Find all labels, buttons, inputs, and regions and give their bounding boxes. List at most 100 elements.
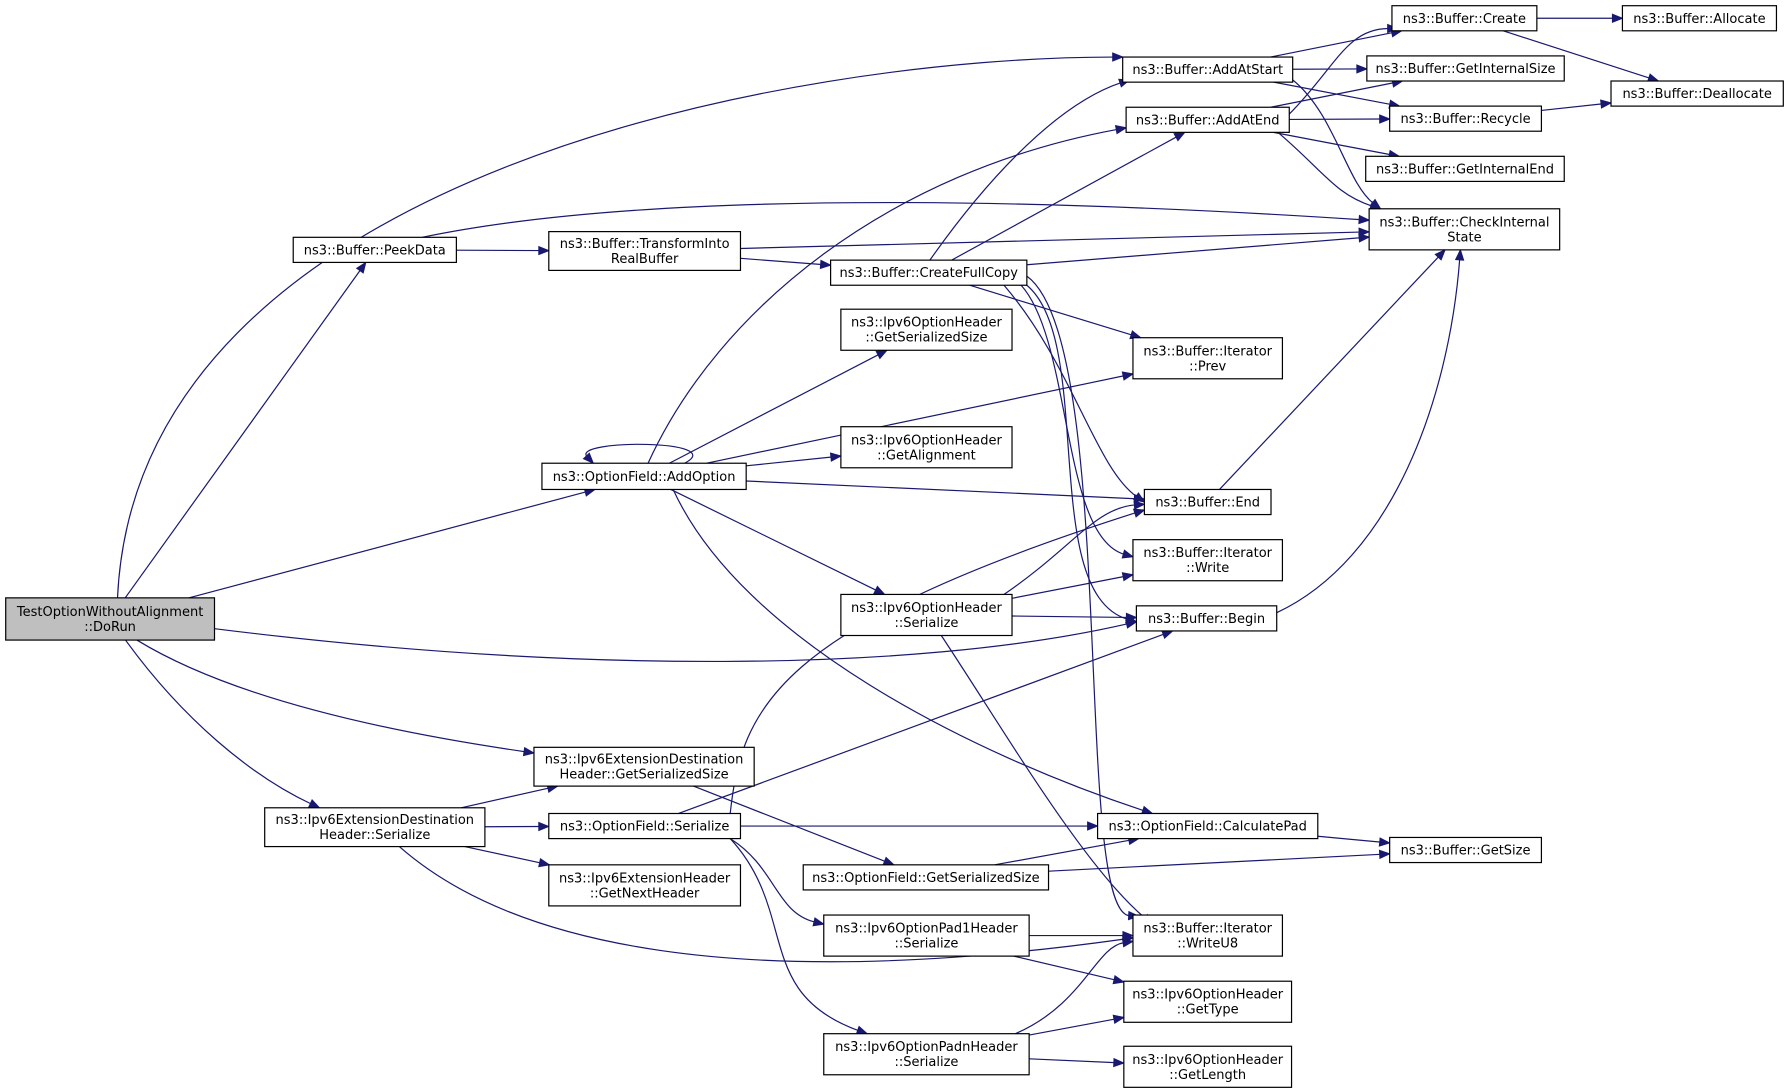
edge-line	[1013, 955, 1116, 981]
node-recycle[interactable]: ns3::Buffer::Recycle	[1389, 105, 1543, 132]
edge-line	[746, 456, 832, 467]
edge-arrowhead	[538, 821, 551, 832]
edge-line	[464, 845, 541, 864]
edge-line	[1277, 131, 1373, 207]
node-label: ::Serialize	[894, 937, 958, 952]
node-box	[548, 812, 742, 840]
node-extGetNextHeader[interactable]: ns3::Ipv6ExtensionHeader::GetNextHeader	[548, 864, 742, 907]
edge-arrowhead	[812, 917, 826, 927]
node-optGetAlignment[interactable]: ns3::Ipv6OptionHeader::GetAlignment	[840, 426, 1013, 469]
edge-createFullCopy-to-bufBegin	[1026, 284, 1138, 624]
edge-arrowhead	[1356, 64, 1369, 74]
node-label: RealBuffer	[611, 252, 679, 267]
node-allocate[interactable]: ns3::Buffer::Allocate	[1621, 5, 1778, 32]
node-label: ns3::Ipv6OptionPadnHeader	[835, 1040, 1018, 1055]
edge-ofGetSerializedSize-to-getSize	[1048, 849, 1392, 872]
node-calculatePad[interactable]: ns3::OptionField::CalculatePad	[1096, 812, 1319, 840]
edge-line	[994, 839, 1131, 866]
edge-createFullCopy-to-addAtStart	[929, 78, 1131, 261]
edge-line	[740, 257, 822, 266]
edge-doRun-to-peekData	[124, 261, 367, 599]
node-label: State	[1447, 230, 1481, 245]
edge-line	[1270, 82, 1394, 108]
node-label: ns3::Ipv6OptionHeader	[1132, 1053, 1283, 1068]
node-box	[541, 462, 747, 491]
node-box	[823, 1033, 1030, 1076]
node-label: ::Serialize	[894, 1055, 958, 1070]
edge-optSerialize-to-bufEnd	[1003, 500, 1146, 595]
node-optSerialize[interactable]: ns3::Ipv6OptionHeader::Serialize	[840, 593, 1013, 637]
edge-line	[1011, 575, 1125, 599]
edge-arrowhead	[1112, 974, 1126, 985]
edge-doRun-to-addAtStart	[116, 52, 1125, 598]
edge-line	[706, 375, 1125, 464]
node-label: ::GetType	[1177, 1003, 1239, 1018]
node-optGetSerializedSize[interactable]: ns3::Ipv6OptionHeader::GetSerializedSize	[840, 308, 1013, 351]
node-getInternalSize[interactable]: ns3::Buffer::GetInternalSize	[1366, 55, 1565, 82]
node-ofGetSerializedSize[interactable]: ns3::OptionField::GetSerializedSize	[802, 864, 1050, 891]
edge-arrowhead	[1132, 508, 1146, 518]
edge-padnSerialize-to-getLength	[1029, 1057, 1126, 1068]
node-createFullCopy[interactable]: ns3::Buffer::CreateFullCopy	[830, 259, 1028, 286]
node-bufBegin[interactable]: ns3::Buffer::Begin	[1135, 605, 1278, 632]
edge-addAtEnd-to-recycle	[1289, 114, 1392, 124]
node-label: ns3::Ipv6ExtensionHeader	[559, 871, 731, 886]
node-box	[840, 308, 1013, 351]
node-getLength[interactable]: ns3::Ipv6OptionHeader::GetLength	[1123, 1045, 1293, 1088]
node-ofSerialize[interactable]: ns3::OptionField::Serialize	[548, 812, 742, 840]
edge-line	[951, 136, 1178, 261]
edge-line	[461, 787, 550, 809]
node-getInternalEnd[interactable]: ns3::Buffer::GetInternalEnd	[1365, 155, 1565, 183]
node-padnSerialize[interactable]: ns3::Ipv6OptionPadnHeader::Serialize	[823, 1033, 1030, 1076]
nodes-layer: TestOptionWithoutAlignment::DoRunns3::Bu…	[5, 5, 1784, 1088]
edge-arrowhead	[1358, 214, 1371, 225]
edge-arrowhead	[1378, 837, 1392, 847]
edge-arrowhead	[1358, 227, 1371, 237]
node-writeU8[interactable]: ns3::Buffer::Iterator::WriteU8	[1132, 914, 1284, 957]
node-box	[533, 746, 755, 787]
node-extDestGetSize[interactable]: ns3::Ipv6ExtensionDestinationHeader::Get…	[533, 746, 755, 787]
node-label: ns3::Ipv6OptionHeader	[851, 601, 1002, 616]
node-create[interactable]: ns3::Buffer::Create	[1391, 5, 1538, 32]
edge-addOption-to-optSerialize	[670, 488, 886, 596]
edge-line	[214, 623, 1128, 663]
node-addOption[interactable]: ns3::OptionField::AddOption	[541, 462, 747, 491]
node-label: ns3::Buffer::Iterator	[1143, 922, 1272, 937]
edge-arrowhead	[1133, 493, 1146, 504]
edge-arrowhead	[1087, 821, 1099, 831]
node-box	[1123, 980, 1293, 1023]
node-getSize[interactable]: ns3::Buffer::GetSize	[1389, 836, 1543, 864]
node-label: ::GetAlignment	[877, 448, 976, 463]
node-addAtStart[interactable]: ns3::Buffer::AddAtStart	[1122, 56, 1294, 83]
node-label: ns3::Buffer::GetSize	[1401, 844, 1531, 859]
node-box	[1610, 80, 1784, 107]
node-iterWrite[interactable]: ns3::Buffer::Iterator::Write	[1132, 539, 1284, 582]
edge-line	[1317, 835, 1381, 843]
edge-create-to-allocate	[1536, 13, 1624, 23]
edge-arrowhead	[1114, 125, 1128, 135]
edge-line	[740, 231, 1361, 250]
node-peekData[interactable]: ns3::Buffer::PeekData	[292, 236, 457, 264]
node-addAtEnd[interactable]: ns3::Buffer::AddAtEnd	[1125, 106, 1290, 133]
edge-arrowhead	[1133, 500, 1146, 510]
node-bufEnd[interactable]: ns3::Buffer::End	[1143, 488, 1272, 516]
edge-line	[188, 491, 587, 599]
node-pad1Serialize[interactable]: ns3::Ipv6OptionPad1Header::Serialize	[823, 914, 1030, 957]
node-box	[1123, 1045, 1293, 1088]
node-getType[interactable]: ns3::Ipv6OptionHeader::GetType	[1123, 980, 1293, 1023]
edge-line	[1273, 81, 1391, 106]
node-box	[5, 597, 216, 641]
node-iterPrev[interactable]: ns3::Buffer::Iterator::Prev	[1132, 337, 1284, 380]
edge-addOption-to-addOption	[582, 443, 694, 465]
node-label: ns3::Ipv6ExtensionDestination	[545, 753, 744, 768]
edge-line	[1020, 284, 1125, 555]
edge-peekData-to-checkInternal	[422, 201, 1371, 238]
node-box	[1389, 105, 1543, 132]
edge-arrowhead	[1112, 52, 1125, 62]
edge-optSerialize-to-bufBegin	[1012, 612, 1138, 623]
node-deallocate[interactable]: ns3::Buffer::Deallocate	[1610, 80, 1784, 107]
node-extDestSerialize[interactable]: ns3::Ipv6ExtensionDestinationHeader::Ser…	[264, 807, 486, 848]
node-label: ::GetSerializedSize	[865, 331, 987, 346]
